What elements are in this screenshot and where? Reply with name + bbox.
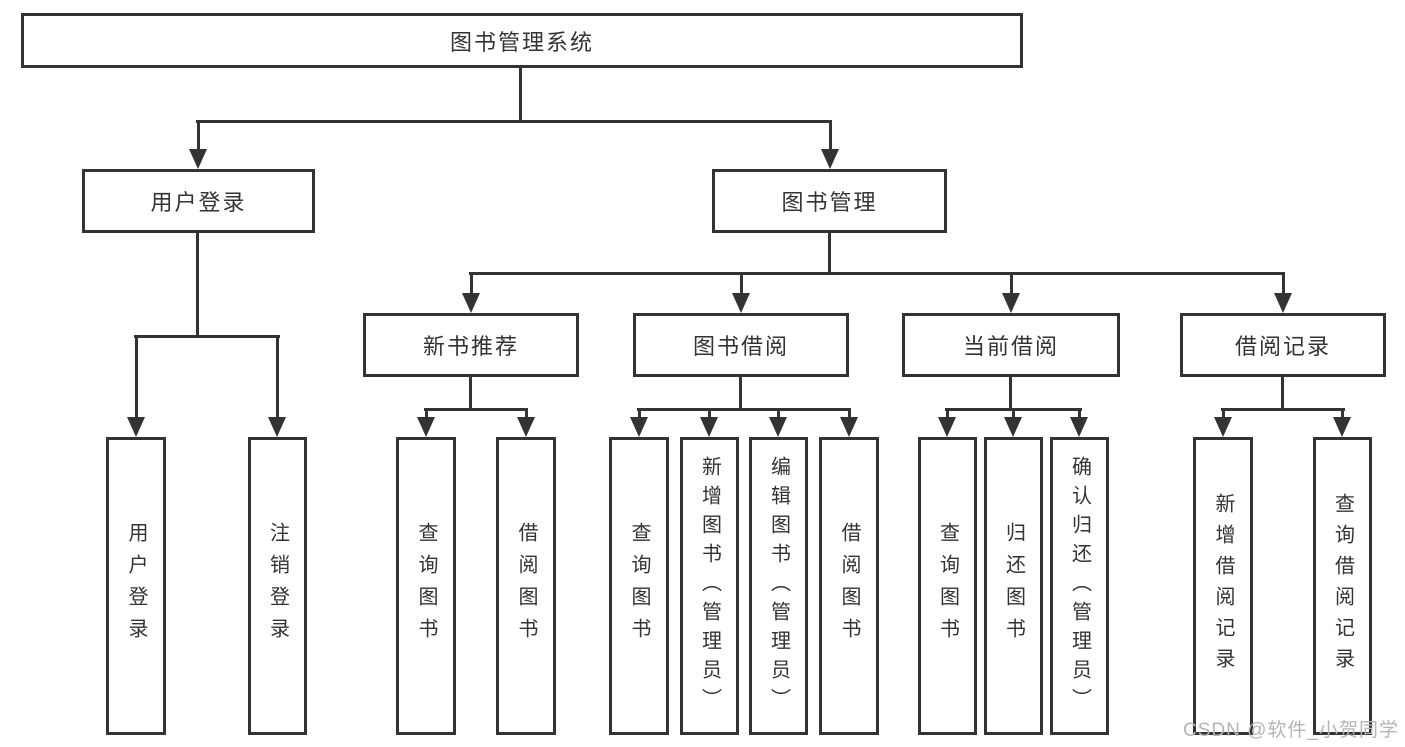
leaf-user-login: 用户登录 — [106, 437, 166, 735]
arrow-down-icon — [820, 120, 840, 169]
node-label: 借阅图书 — [515, 522, 537, 650]
node-label: 查询图书 — [936, 522, 959, 650]
arrow-down-icon — [1273, 272, 1293, 313]
arrow-down-icon — [1069, 408, 1089, 437]
arrow-down-icon — [629, 408, 649, 437]
arrow-down-icon — [768, 408, 788, 437]
node-label: 查询图书 — [415, 522, 437, 650]
connector-current-borrow-trunk — [1009, 377, 1012, 408]
node-current-borrowing: 当前借阅 — [902, 313, 1120, 377]
leaf-query-books-borrowing: 查询图书 — [609, 437, 669, 735]
arrow-down-icon — [839, 408, 859, 437]
leaf-query-borrow-record: 查询借阅记录 — [1313, 437, 1372, 735]
arrow-down-icon — [1001, 272, 1021, 313]
node-book-management: 图书管理 — [712, 169, 947, 233]
leaf-edit-books-admin: 编辑图书（管理员） — [749, 437, 808, 735]
node-label: 借阅记录 — [1234, 334, 1331, 359]
connector-borrow-records-trunk — [1281, 377, 1284, 408]
arrow-down-icon — [731, 272, 751, 313]
node-label: 注销登录 — [266, 522, 289, 650]
arrow-down-icon — [699, 408, 719, 437]
arrow-down-icon — [126, 335, 146, 437]
connector-book-borrow-branch — [637, 408, 851, 411]
arrow-down-icon — [1213, 408, 1233, 437]
node-label: 借阅图书 — [838, 522, 860, 650]
leaf-confirm-return-admin: 确认归还（管理员） — [1050, 437, 1109, 735]
connector-new-book-rec-trunk — [469, 377, 472, 408]
node-label: 图书管理 — [781, 190, 878, 215]
node-label: 当前借阅 — [962, 334, 1059, 359]
connector-level2-branch — [196, 120, 832, 123]
node-library-system: 图书管理系统 — [21, 13, 1023, 68]
node-label: 新书推荐 — [422, 334, 519, 359]
leaf-borrow-books: 借阅图书 — [819, 437, 879, 735]
node-book-borrowing: 图书借阅 — [633, 313, 849, 377]
arrow-down-icon — [937, 408, 957, 437]
node-label: 编辑图书（管理员） — [767, 455, 790, 717]
connector-new-book-rec-branch — [424, 408, 528, 411]
arrow-down-icon — [1332, 408, 1352, 437]
arrow-down-icon — [267, 335, 287, 437]
node-label: 查询借阅记录 — [1331, 493, 1354, 679]
node-label: 用户登录 — [125, 522, 147, 650]
connector-root-trunk — [519, 68, 522, 120]
connector-user-login-branch — [134, 335, 280, 338]
connector-book-borrow-trunk — [739, 377, 742, 408]
arrow-down-icon — [516, 408, 536, 437]
connector-book-mgmt-trunk — [828, 233, 831, 272]
node-label: 新增图书（管理员） — [698, 455, 721, 717]
arrow-down-icon — [1003, 408, 1023, 437]
node-user-login: 用户登录 — [82, 169, 315, 233]
csdn-watermark: CSDN @软件_小贺同学 — [1183, 720, 1399, 741]
node-label: 确认归还（管理员） — [1068, 455, 1091, 717]
node-label: 图书借阅 — [692, 334, 789, 359]
arrow-down-icon — [416, 408, 436, 437]
leaf-logout: 注销登录 — [248, 437, 307, 735]
arrow-down-icon — [461, 272, 481, 313]
leaf-borrow-books-recommend: 借阅图书 — [496, 437, 556, 735]
leaf-return-books: 归还图书 — [984, 437, 1043, 735]
arrow-down-icon — [188, 120, 208, 169]
node-label: 图书管理系统 — [449, 29, 594, 55]
node-new-book-recommend: 新书推荐 — [363, 313, 579, 377]
node-label: 用户登录 — [150, 190, 247, 215]
node-label: 查询图书 — [628, 522, 650, 650]
connector-level3-branch — [469, 272, 1284, 275]
leaf-query-books-recommend: 查询图书 — [396, 437, 456, 735]
node-borrow-records: 借阅记录 — [1180, 313, 1386, 377]
connector-borrow-records-branch — [1221, 408, 1345, 411]
connector-user-login-trunk — [196, 233, 199, 335]
node-label: 新增借阅记录 — [1212, 493, 1234, 679]
leaf-query-books-current: 查询图书 — [918, 437, 977, 735]
node-label: 归还图书 — [1002, 522, 1025, 650]
leaf-add-borrow-record: 新增借阅记录 — [1193, 437, 1253, 735]
leaf-add-books-admin: 新增图书（管理员） — [680, 437, 739, 735]
